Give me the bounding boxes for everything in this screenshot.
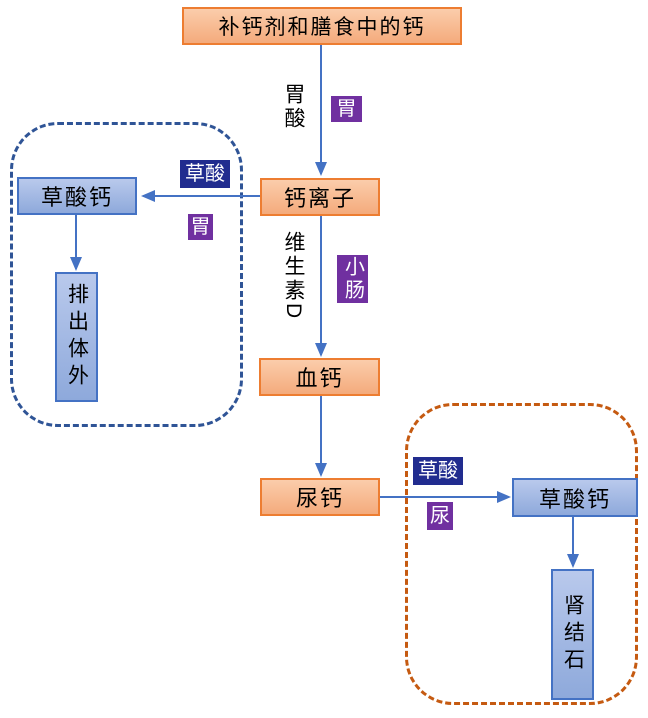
badge-urine: 尿 <box>427 502 453 530</box>
node-blood-calcium: 血钙 <box>259 358 380 396</box>
node-kidney-stone: 肾结石 <box>551 569 594 700</box>
badge-oxalic-acid-right: 草酸 <box>413 457 463 485</box>
kidney-group-outline <box>405 403 638 705</box>
badge-small-intestine: 小肠 <box>337 255 368 303</box>
node-calcium-oxalate-left: 草酸钙 <box>17 177 137 215</box>
node-calcium-source: 补钙剂和膳食中的钙 <box>182 7 462 45</box>
stomach-group-outline <box>10 122 243 427</box>
label-vitamin-d: 维生素D <box>282 231 305 322</box>
node-excrete-body: 排出体外 <box>55 272 98 402</box>
badge-stomach-top: 胃 <box>331 96 362 122</box>
node-calcium-ion: 钙离子 <box>260 178 380 216</box>
label-gastric-acid: 胃酸 <box>282 83 305 131</box>
badge-stomach-left: 胃 <box>188 214 213 240</box>
node-urine-calcium: 尿钙 <box>260 478 380 516</box>
badge-oxalic-acid-left: 草酸 <box>180 160 230 188</box>
node-calcium-oxalate-right: 草酸钙 <box>512 478 638 517</box>
